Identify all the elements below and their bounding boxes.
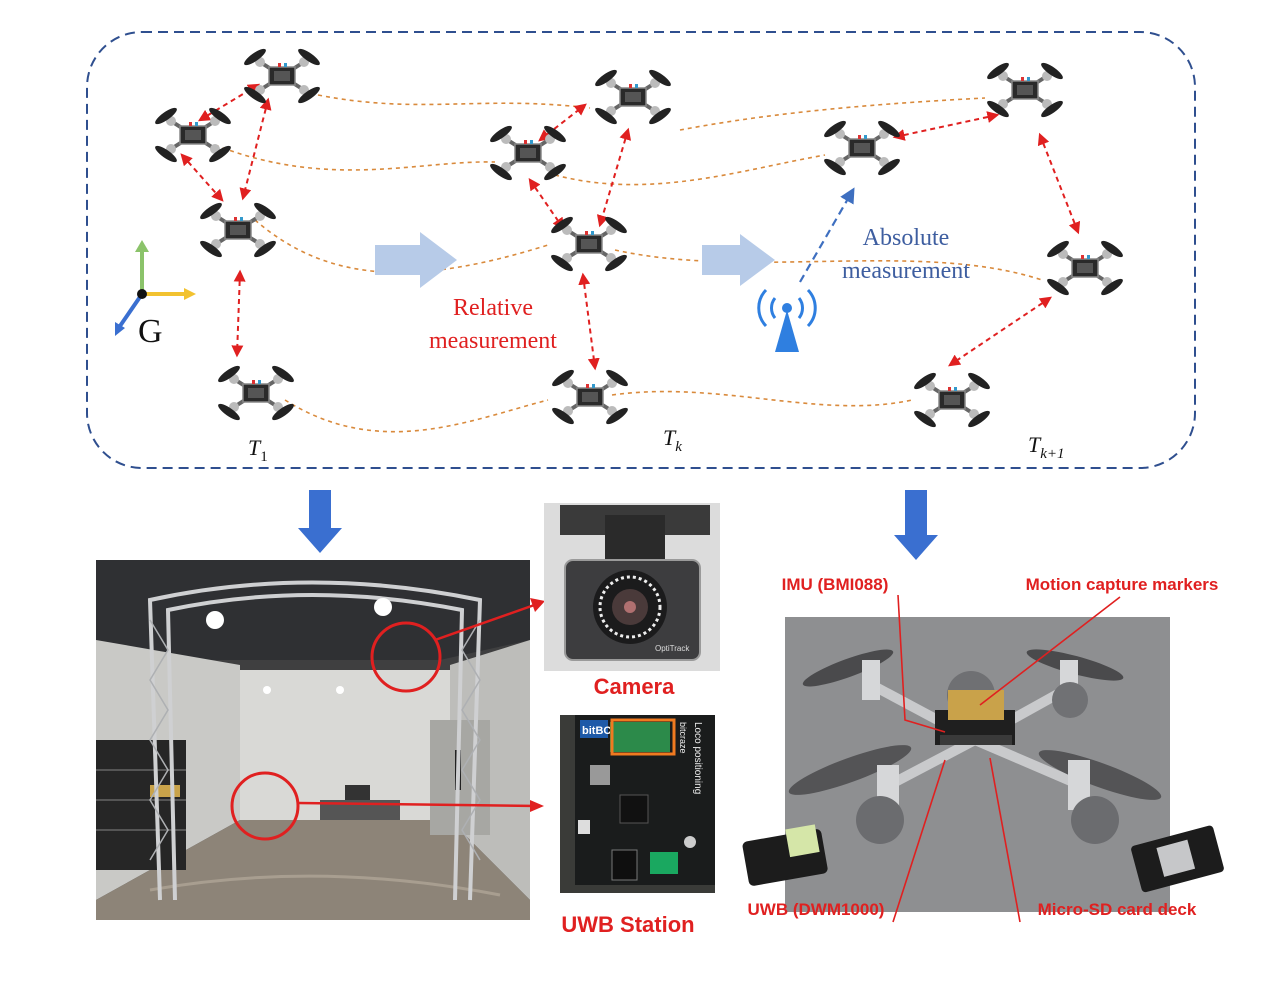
relative-label-line1: Relative <box>453 295 533 321</box>
sd-card-deck <box>1131 825 1224 893</box>
trajectory-top-2 <box>679 97 986 131</box>
time-label-t1: T1 <box>248 435 268 465</box>
callout-uwb: UWB (DWM1000) <box>748 900 885 919</box>
drone-tk1-b <box>820 116 904 180</box>
drones <box>151 44 1127 432</box>
drone-t1-c <box>196 198 280 262</box>
down-arrow-right <box>894 490 938 560</box>
frame-label: G <box>138 313 163 350</box>
lab-photo <box>96 560 530 920</box>
transition-arrow-1 <box>375 232 457 288</box>
transition-arrow-2 <box>702 234 775 286</box>
rel-link-8 <box>578 272 600 371</box>
pcb-text: Loco positioning <box>692 722 703 794</box>
down-arrow-left <box>298 490 342 553</box>
time-label-tk: Tk <box>663 425 682 455</box>
rel-link-6 <box>528 178 565 230</box>
drone-t1-b <box>151 103 235 167</box>
uwb-connector <box>297 801 539 808</box>
absolute-label-line1: Absolute <box>863 225 950 251</box>
drone-tk-c <box>547 212 631 276</box>
rel-link-5 <box>538 103 587 142</box>
drone-t1-d <box>214 361 298 425</box>
absolute-label-line2: measurement <box>842 258 970 284</box>
global-frame-axes <box>115 240 196 336</box>
rel-link-11 <box>948 296 1052 367</box>
relative-label-line2: measurement <box>429 328 557 354</box>
callout-imu: IMU (BMI088) <box>782 575 889 594</box>
time-label-tk1: Tk+1 <box>1028 432 1065 462</box>
camera-photo: OptiTrack <box>544 503 720 671</box>
drone-tk-a <box>591 65 675 129</box>
camera-label: Camera <box>594 674 675 699</box>
rel-link-10 <box>1037 132 1081 235</box>
camera-brand-text: OptiTrack <box>655 644 690 653</box>
trajectory-middle-2 <box>614 249 1043 281</box>
uwb-deck <box>742 824 828 886</box>
swarm-frame-border <box>86 31 1196 469</box>
anchor-antenna-icon <box>757 288 817 352</box>
absolute-measurement-arrow <box>799 187 855 283</box>
drone-tk1-d <box>910 368 994 432</box>
drone-tk1-c <box>1043 236 1127 300</box>
trajectory-left-2 <box>554 154 826 186</box>
uwb-station-photo: bitBC bitcraze Loco positioning <box>560 715 715 893</box>
uwb-highlight-circle <box>230 771 300 841</box>
trajectory-left <box>214 144 496 171</box>
drone-photo <box>742 617 1224 912</box>
drone-callout-lines <box>892 594 1121 923</box>
uwb-module-highlight <box>610 718 676 756</box>
drone-tk1-a <box>983 58 1067 122</box>
rel-link-3 <box>239 97 272 201</box>
trajectory-top <box>317 94 591 109</box>
drone-tk-d <box>548 365 632 429</box>
rel-link-4 <box>231 269 246 358</box>
uwb-station-label: UWB Station <box>561 912 694 937</box>
callout-markers: Motion capture markers <box>1026 575 1219 594</box>
svg-text:bitBC: bitBC <box>582 725 611 737</box>
camera-connector <box>434 601 541 642</box>
rel-link-9 <box>892 111 1000 141</box>
trajectory-bottom-2 <box>611 390 913 407</box>
rel-link-7 <box>596 127 632 228</box>
drone-t1-a <box>240 44 324 108</box>
drone-tk-b <box>486 121 570 185</box>
callout-sd: Micro-SD card deck <box>1038 900 1197 919</box>
pcb-brand-text: bitcraze <box>678 722 688 754</box>
rel-link-2 <box>180 153 224 202</box>
camera-highlight-circle <box>370 621 442 693</box>
trajectory-bottom <box>284 399 549 433</box>
